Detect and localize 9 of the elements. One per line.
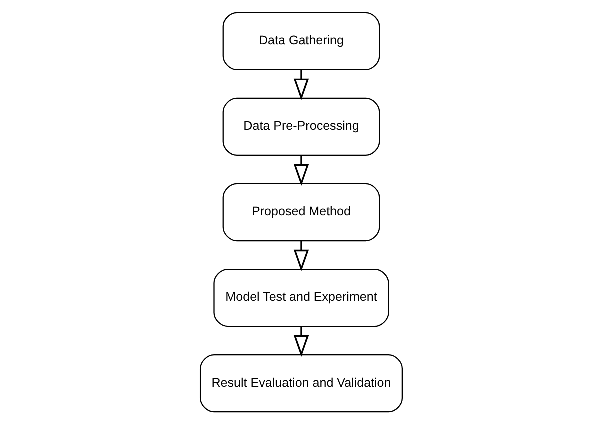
arrow bbox=[294, 156, 310, 186]
node-box: Result Evaluation and Validation bbox=[200, 354, 403, 413]
node-box: Model Test and Experiment bbox=[214, 268, 390, 328]
arrow bbox=[294, 326, 310, 358]
node-box: Proposed Method bbox=[222, 183, 380, 242]
arrow bbox=[294, 241, 310, 272]
node-box: Data Pre-Processing bbox=[222, 98, 380, 156]
node-box: Data Gathering bbox=[222, 12, 380, 70]
arrow bbox=[294, 70, 310, 101]
